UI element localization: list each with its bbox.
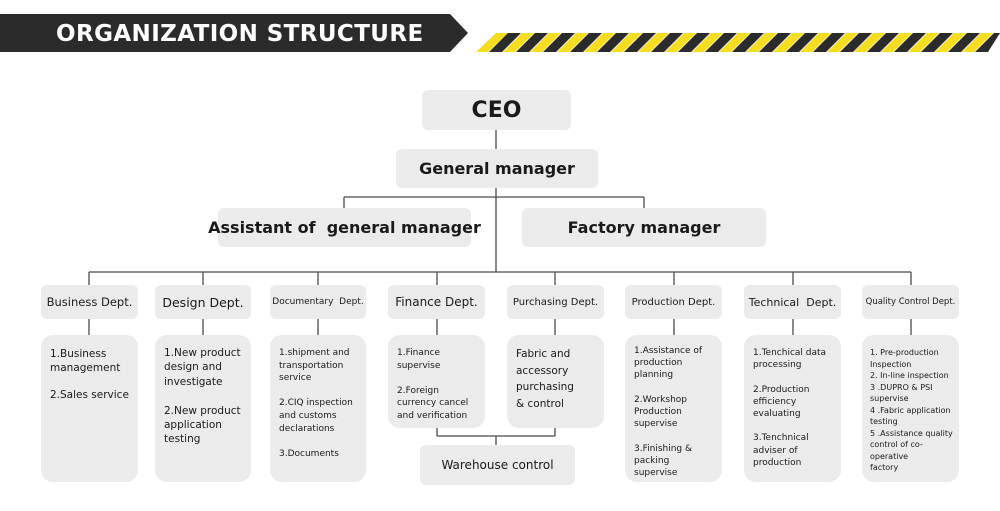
dept-purchasing: Purchasing Dept. [507, 285, 604, 319]
node-factory-manager: Factory manager [522, 208, 766, 247]
title-banner [0, 14, 1000, 52]
node-general-manager: General manager [396, 149, 598, 188]
detail-technical: 1.Tenchical data processing 2.Production… [744, 335, 841, 482]
detail-quality-control: 1. Pre-production Inspection 2. In-line … [862, 335, 959, 482]
detail-production: 1.Assistance of production planning 2.Wo… [625, 335, 722, 482]
detail-finance: 1.Finance supervise 2.Foreign currency c… [388, 335, 485, 428]
detail-documentary: 1.shipment and transportation service 2.… [270, 335, 366, 482]
detail-business: 1.Business management 2.Sales service [41, 335, 138, 482]
dept-finance: Finance Dept. [388, 285, 485, 319]
dept-documentary: Documentary Dept. [270, 285, 366, 319]
node-warehouse-control: Warehouse control [420, 445, 575, 485]
hazard-stripes [476, 33, 993, 52]
node-ceo: CEO [422, 90, 571, 130]
detail-purchasing: Fabric and accessory purchasing & contro… [507, 335, 604, 428]
dept-production: Production Dept. [625, 285, 722, 319]
page-title: ORGANIZATION STRUCTURE [56, 21, 424, 47]
detail-design: 1.New product design and investigate 2.N… [155, 335, 251, 482]
dept-technical: Technical Dept. [744, 285, 841, 319]
dept-business: Business Dept. [41, 285, 138, 319]
dept-quality-control: Quality Control Dept. [862, 285, 959, 319]
node-assistant-general-manager: Assistant of general manager [208, 208, 481, 247]
dept-design: Design Dept. [155, 285, 251, 319]
hazard-stripes-dark [489, 33, 1000, 52]
